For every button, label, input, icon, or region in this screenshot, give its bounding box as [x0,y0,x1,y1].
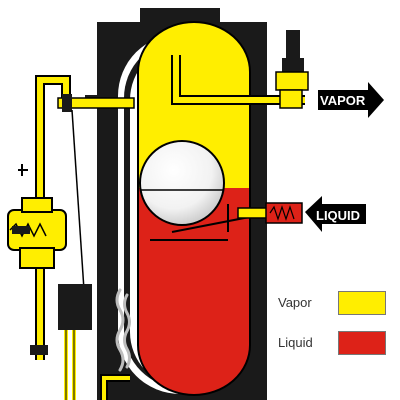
drain-pipe [100,374,130,400]
float-ball-icon [139,140,225,226]
liquid-arrow: LIQUID [305,196,366,232]
liquid-inlet-label: LIQUID [316,208,360,223]
vapor-outlet-label: VAPOR [320,93,366,108]
legend-vapor-label: Vapor [278,295,312,310]
gas-valve-icon [275,30,309,109]
legend-liquid-label: Liquid [278,335,313,350]
pressure-regulator-icon [7,197,67,269]
vapor-outlet-pipe [171,55,305,105]
vapor-arrow: VAPOR [318,82,384,118]
legend-liquid-swatch [338,331,386,355]
legend-vapor: Vapor [278,291,396,317]
legend-liquid: Liquid [278,331,396,357]
liquid-inlet-fitting [237,202,303,224]
legend-vapor-swatch [338,291,386,315]
control-box [30,284,92,400]
